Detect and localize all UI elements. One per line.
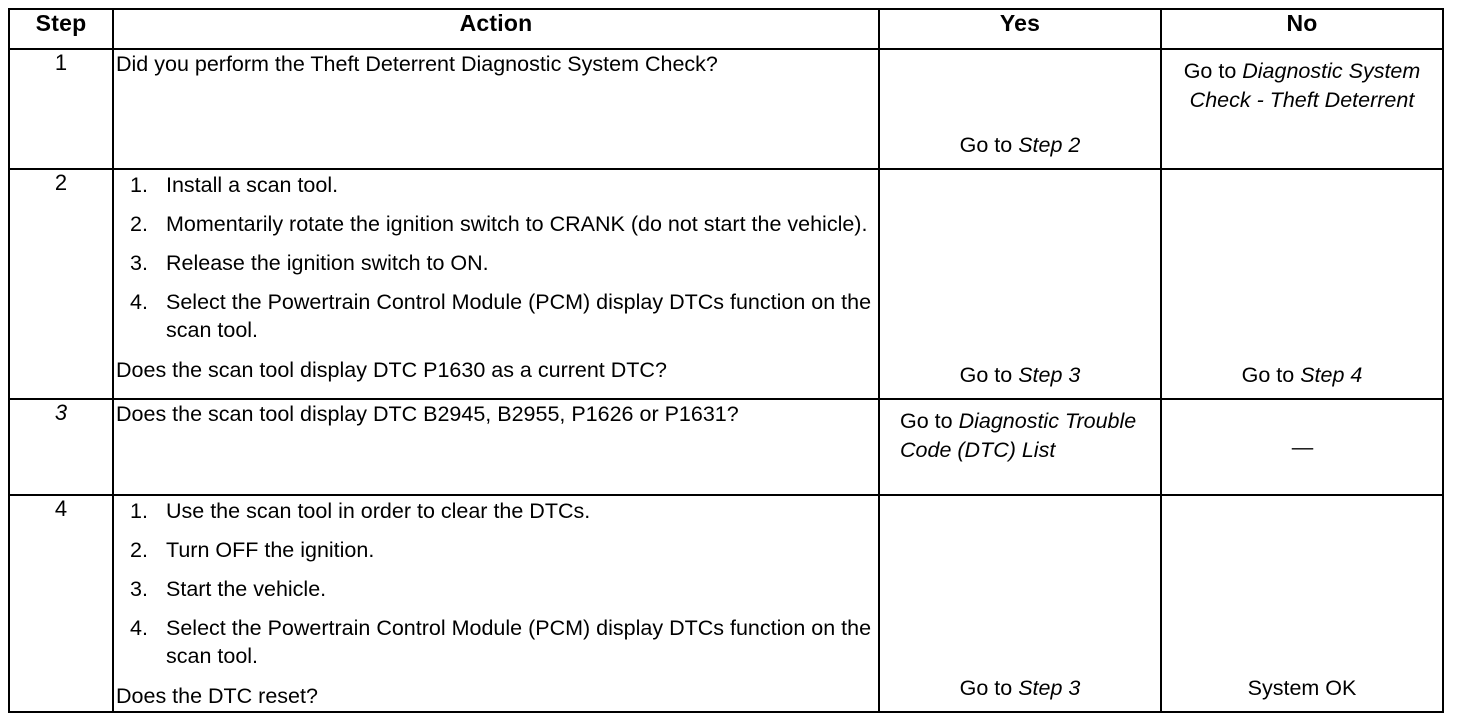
step-number-cell: 3 xyxy=(8,398,114,496)
substep-item: Select the Powertrain Control Module (PC… xyxy=(130,289,872,342)
substep-item: Start the vehicle. xyxy=(130,576,327,604)
yes-prefix: Go to xyxy=(959,363,1019,388)
tail-question: Does the scan tool display DTC P1630 as … xyxy=(116,357,667,382)
lead-question: Did you perform the Theft Deterrent Diag… xyxy=(116,52,718,76)
yes-result-text: Go to Step 3 xyxy=(880,667,1160,711)
column-header-no: No xyxy=(1160,8,1444,50)
yes-result-text: Go to Step 3 xyxy=(880,354,1160,398)
no-result-cell: — xyxy=(1160,398,1444,496)
yes-reference: Step 3 xyxy=(1018,676,1081,701)
header-row: Step Action Yes No xyxy=(8,8,1444,50)
table-row: 1 Did you perform the Theft Deterrent Di… xyxy=(8,48,1444,170)
no-result-text: — xyxy=(1291,435,1314,460)
yes-result-cell: Go to Diagnostic Trouble Code (DTC) List xyxy=(878,398,1162,496)
substep-list: Use the scan tool in order to clear the … xyxy=(114,498,878,671)
substep-list: Install a scan tool. Momentarily rotate … xyxy=(114,172,878,345)
action-cell: Install a scan tool. Momentarily rotate … xyxy=(112,168,880,400)
no-reference: Step 4 xyxy=(1300,363,1363,388)
yes-reference: Step 3 xyxy=(1018,363,1081,388)
column-header-yes: Yes xyxy=(878,8,1162,50)
substep-item: Select the Powertrain Control Module (PC… xyxy=(130,615,872,668)
no-result-text: Go to Step 4 xyxy=(1162,354,1442,398)
no-result-cell: Go to Diagnostic System Check - Theft De… xyxy=(1160,48,1444,170)
yes-result-cell: Go to Step 2 xyxy=(878,48,1162,170)
yes-prefix: Go to xyxy=(900,409,959,433)
table-row: 2 Install a scan tool. Momentarily rotat… xyxy=(8,168,1444,400)
no-result-cell: Go to Step 4 xyxy=(1160,168,1444,400)
action-cell: Use the scan tool in order to clear the … xyxy=(112,494,880,713)
yes-prefix: Go to xyxy=(959,133,1019,158)
action-cell: Does the scan tool display DTC B2945, B2… xyxy=(112,398,880,496)
step-number-cell: 2 xyxy=(8,168,114,400)
table-row: 3 Does the scan tool display DTC B2945, … xyxy=(8,398,1444,496)
yes-result-text: Go to Step 2 xyxy=(880,124,1160,168)
yes-result-text: Go to Diagnostic Trouble Code (DTC) List xyxy=(880,400,1160,470)
diagnostic-table: Step Action Yes No 1 Did you perform the… xyxy=(8,8,1444,713)
table-body: 1 Did you perform the Theft Deterrent Di… xyxy=(8,48,1444,713)
no-result-text: Go to Diagnostic System Check - Theft De… xyxy=(1162,50,1442,120)
yes-result-cell: Go to Step 3 xyxy=(878,168,1162,400)
tail-question: Does the DTC reset? xyxy=(116,683,318,708)
lead-question: Does the scan tool display DTC B2945, B2… xyxy=(116,402,739,426)
action-cell: Did you perform the Theft Deterrent Diag… xyxy=(112,48,880,170)
no-prefix: Go to xyxy=(1241,363,1301,388)
no-result-cell: System OK xyxy=(1160,494,1444,713)
step-number-cell: 1 xyxy=(8,48,114,170)
substep-item: Turn OFF the ignition. xyxy=(130,537,375,565)
column-header-action: Action xyxy=(112,8,880,50)
yes-result-cell: Go to Step 3 xyxy=(878,494,1162,713)
yes-reference: Step 2 xyxy=(1018,133,1081,158)
substep-item: Release the ignition switch to ON. xyxy=(130,250,489,278)
substep-item: Momentarily rotate the ignition switch t… xyxy=(130,211,868,239)
no-prefix: Go to xyxy=(1183,59,1243,83)
table-row: 4 Use the scan tool in order to clear th… xyxy=(8,494,1444,713)
no-reference: Diagnostic System Check - Theft Deterren… xyxy=(1189,59,1421,112)
table-header: Step Action Yes No xyxy=(8,8,1444,50)
substep-item: Use the scan tool in order to clear the … xyxy=(130,498,591,526)
yes-prefix: Go to xyxy=(959,676,1019,701)
no-result-text: System OK xyxy=(1247,676,1357,701)
step-number-cell: 4 xyxy=(8,494,114,713)
yes-reference: Diagnostic Trouble Code (DTC) List xyxy=(900,409,1137,462)
substep-item: Install a scan tool. xyxy=(130,172,339,200)
column-header-step: Step xyxy=(8,8,114,50)
